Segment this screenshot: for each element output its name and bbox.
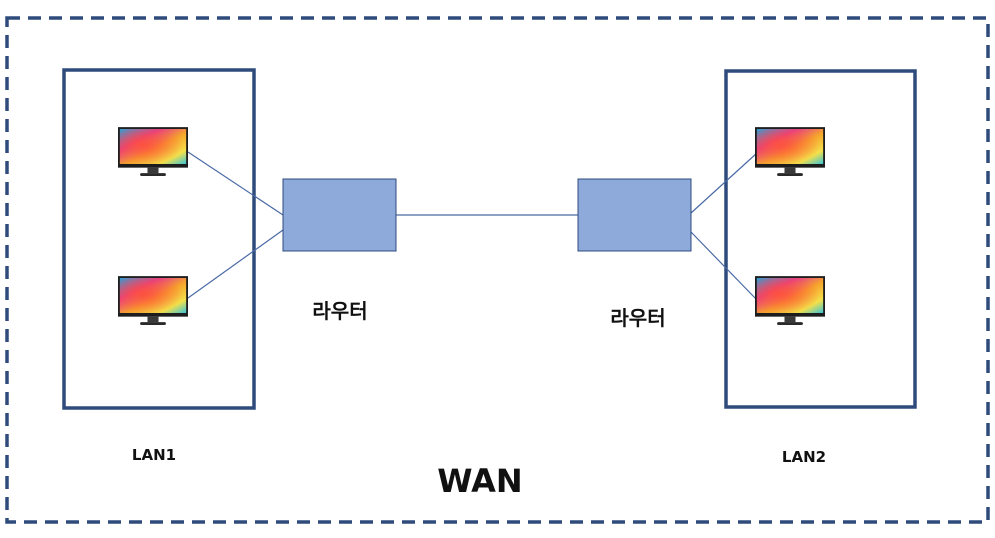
link-router2-lan2-pc2 bbox=[690, 231, 758, 301]
wan-label: WAN bbox=[437, 462, 523, 500]
link-router2-lan2-pc1 bbox=[690, 152, 758, 214]
router-1 bbox=[282, 178, 397, 252]
lan1-box bbox=[62, 68, 256, 410]
router-2 bbox=[577, 178, 692, 252]
wan-boundary bbox=[5, 16, 990, 524]
link-lan1-pc2-router1 bbox=[187, 229, 284, 299]
link-lan1-pc1-router1 bbox=[187, 151, 284, 216]
router-1-label: 라우터 bbox=[312, 299, 368, 323]
router-2-label: 라우터 bbox=[610, 306, 666, 330]
monitor-icon bbox=[118, 276, 188, 325]
lan2-box bbox=[724, 69, 917, 409]
lan2-label: LAN2 bbox=[781, 448, 827, 466]
monitor-icon bbox=[755, 127, 825, 176]
links bbox=[187, 151, 758, 301]
monitor-icon bbox=[755, 276, 825, 325]
monitor-icon bbox=[118, 127, 188, 176]
lan1-label: LAN1 bbox=[131, 446, 177, 464]
